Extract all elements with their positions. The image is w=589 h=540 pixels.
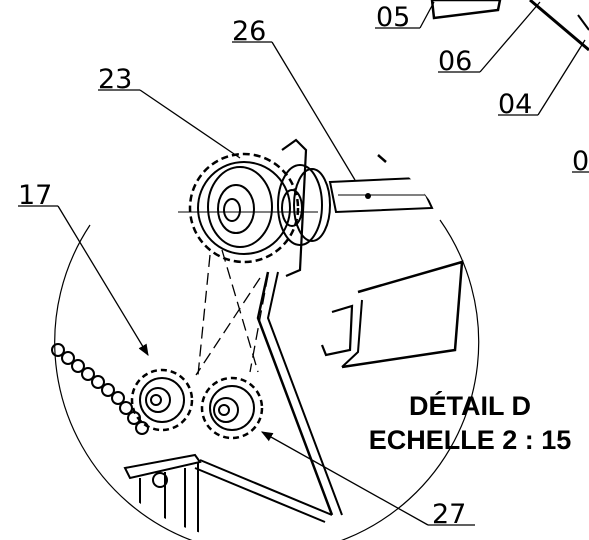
detail-title: DÉTAIL D <box>409 390 531 421</box>
roller-chain <box>51 343 149 435</box>
callout-05: 05 <box>376 2 410 33</box>
callout-06: 06 <box>438 46 472 77</box>
detail-circle <box>54 219 480 540</box>
bent-sheet-part <box>320 260 464 369</box>
callout-27: 27 <box>432 499 466 530</box>
leader-lines <box>18 1 589 526</box>
callout-17: 17 <box>18 180 52 211</box>
detail-scale: ECHELLE 2 : 15 <box>369 425 572 455</box>
callout-0: 0 <box>572 146 589 177</box>
callout-26: 26 <box>232 16 266 47</box>
detail-contents <box>51 138 434 540</box>
callout-04: 04 <box>498 89 532 120</box>
upper-partial-view <box>430 0 589 52</box>
callout-23: 23 <box>98 64 132 95</box>
